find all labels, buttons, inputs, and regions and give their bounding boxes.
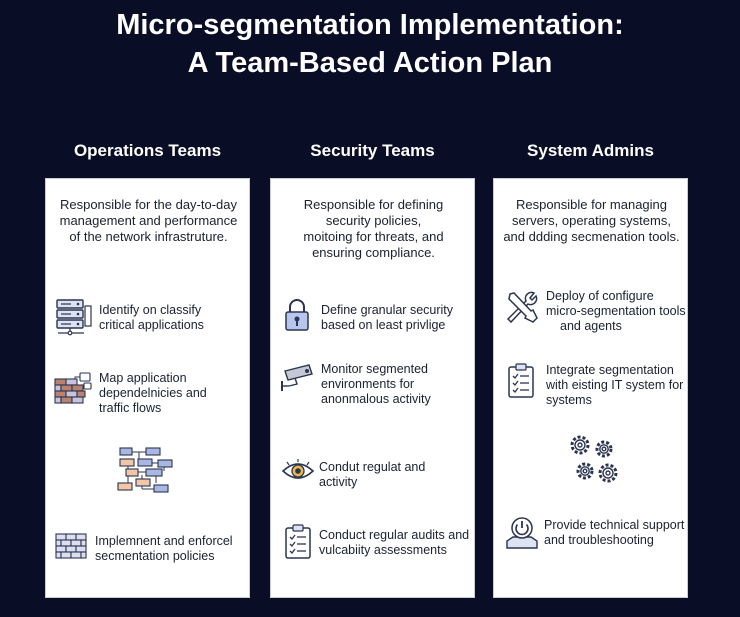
admin-item-2-text: Integrate segmentation with eisting IT s… [546,363,686,408]
security-camera-icon [279,361,317,393]
security-description-line: Responsible for defining [303,197,444,212]
operations-teams-card: Responsible for the day-to-day managemen… [45,178,250,598]
item-line: with eisting IT system for [546,378,684,392]
item-line: and agents [560,319,622,333]
operations-teams-heading: Operations Teams [73,141,222,160]
security-item-1-text: Define granular security based on least … [321,303,473,333]
operations-description-line: management and performance [59,213,238,228]
checklist-icon [506,363,536,399]
gears-icon [566,431,622,487]
page-title: Micro-segmentation Implementation: A Tea… [0,6,740,82]
operations-description-line: of the network infrastruture. [69,229,228,244]
server-stack-icon [54,297,94,337]
security-description-line: ensuring compliance. [312,245,435,260]
item-line: activity [319,475,358,489]
admin-item-4-text: Provide technical support and troublesho… [544,518,686,548]
item-line: dependelnicies and [99,386,207,400]
security-description-line: security policies, [325,213,422,228]
item-line: Integrate segmentation [546,363,674,377]
security-item-3-text: Condut regulat and activity [319,460,473,490]
operations-item-1-text: Identify on classify critical applicatio… [99,303,247,333]
item-line: Implemnent and enforcel [95,534,233,548]
item-line: anonmalous activity [321,392,431,406]
operations-description-line: Responsible for the day-to-day [59,197,238,212]
security-description-line: moitoing for threats, and [303,229,444,244]
item-line: Condut regulat and [319,460,426,474]
item-line: systems [546,393,592,407]
operations-item-2-text: Map application dependelnicies and traff… [99,371,247,416]
item-line: Monitor segmented [321,362,429,376]
item-line: secmentation policies [95,549,215,563]
dependency-map-icon [116,445,176,501]
operations-item-4-text: Implemnent and enforcel secmentation pol… [95,534,250,564]
item-line: micro-segmentation tools [546,304,686,318]
security-teams-heading: Security Teams [310,141,435,160]
system-admins-description: Responsible for managing servers, operat… [500,197,683,245]
item-line: based on least privlige [321,318,446,332]
security-teams-card: Responsible for defining security polici… [270,178,475,598]
system-admins-description-line: Responsible for managing [515,197,668,212]
item-line: Conduct regular audits and [319,528,470,542]
item-line: traffic flows [99,401,162,415]
admin-item-1-text: Deploy of configure micro-segmentation t… [546,289,686,334]
operations-description: Responsible for the day-to-day managemen… [54,197,243,245]
item-line: and troubleshooting [544,533,654,547]
system-admins-heading: System Admins [527,141,654,160]
item-line: critical applications [99,318,204,332]
brick-wall-icon [53,371,93,407]
power-support-icon [504,515,540,551]
checklist-icon [283,524,313,560]
firewall-icon [54,532,90,562]
item-line: Map application [99,371,187,385]
system-admins-card: Responsible for managing servers, operat… [493,178,688,598]
system-admins-description-line: servers, operating systems, [512,213,671,228]
item-line: Deploy of configure [546,289,654,303]
eye-icon [281,459,315,483]
title-line-1: Micro-segmentation Implementation: [116,9,624,41]
title-line-2: A Team-Based Action Plan [187,47,553,79]
item-line: vulcabiity assessments [319,543,447,557]
security-item-4-text: Conduct regular audits and vulcabiity as… [319,528,475,558]
security-description: Responsible for defining security polici… [277,197,470,261]
padlock-icon [283,297,311,333]
security-item-2-text: Monitor segmented environments for anonm… [321,362,473,407]
item-line: Identify on classify [99,303,202,317]
wrench-screwdriver-icon [504,289,540,325]
item-line: Define granular security [321,303,454,317]
item-line: environments for [321,377,415,391]
system-admins-description-line: and ddding secmenation tools. [503,229,680,244]
item-line: Provide technical support [544,518,685,532]
